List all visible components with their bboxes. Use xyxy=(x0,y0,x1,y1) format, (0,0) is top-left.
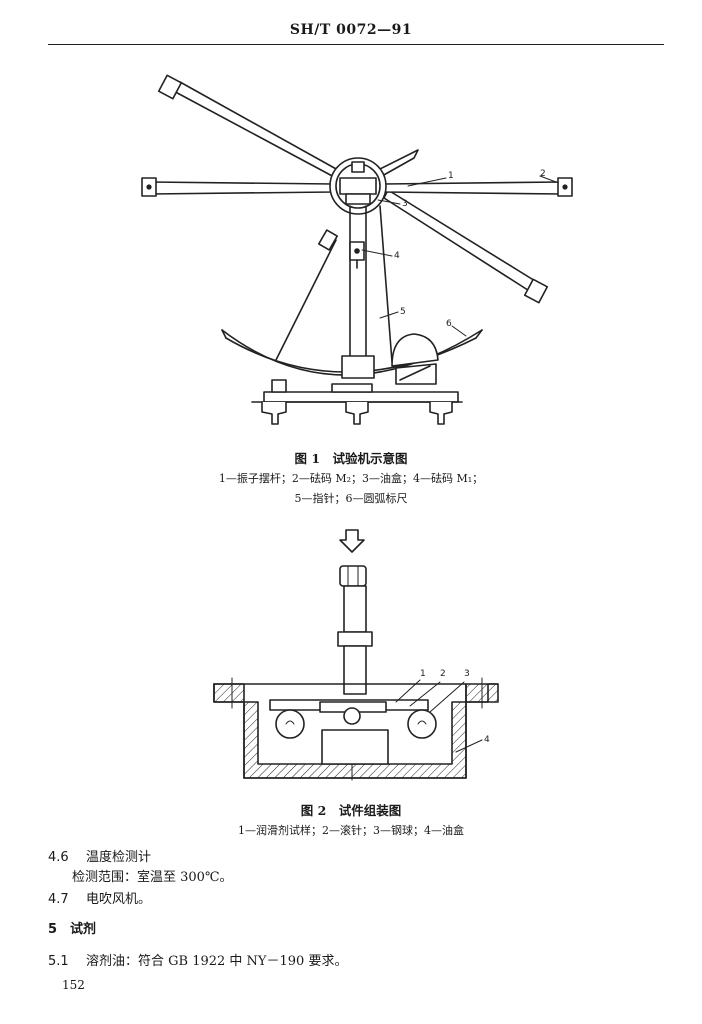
fig1-label-6: 6 xyxy=(446,319,452,329)
figure-2-legend: 1—润滑剂试样；2—滚针；3—钢球；4—油盒 xyxy=(238,824,464,837)
section-text: 温度检测计 xyxy=(86,850,152,865)
fig1-label-2: 2 xyxy=(540,169,546,179)
fig2-label-3: 3 xyxy=(464,669,470,679)
section-text: 检测范围：室温至 300℃。 xyxy=(72,870,233,885)
section-4-6-detail: 检测范围：室温至 300℃。 xyxy=(72,866,233,885)
fig2-label-2: 2 xyxy=(440,669,446,679)
section-number: 4.7 xyxy=(48,892,69,907)
section-text: 溶剂油：符合 GB 1922 中 NY－190 要求。 xyxy=(86,954,348,969)
figure-2-drawing xyxy=(213,529,499,781)
page-number: 152 xyxy=(62,978,85,992)
header-rule xyxy=(48,44,664,45)
section-number: 5.1 xyxy=(48,954,69,969)
figure-1-legend-line-1: 1—振子摆杆；2—砝码 M₂；3—油盒；4—砝码 M₁； xyxy=(218,472,484,485)
fig1-label-4: 4 xyxy=(394,251,400,261)
fig1-label-5: 5 xyxy=(400,307,406,317)
section-5-1: 5.1 溶剂油：符合 GB 1922 中 NY－190 要求。 xyxy=(48,950,347,969)
fig1-label-3: 3 xyxy=(402,199,408,209)
section-4-7: 4.7 电吹风机。 xyxy=(48,888,151,907)
section-text: 试剂 xyxy=(70,922,97,937)
figure-1-legend-line-2: 5—指针；6—圆弧标尺 xyxy=(294,492,408,505)
fig1-label-1: 1 xyxy=(448,171,454,181)
section-text: 电吹风机。 xyxy=(86,892,152,907)
section-5-heading: 5 试剂 xyxy=(48,918,96,937)
section-number: 5 xyxy=(48,922,58,937)
figure-1-title: 图 1 试验机示意图 xyxy=(294,451,408,466)
document-code: SH/T 0072—91 xyxy=(289,22,413,38)
fig2-label-4: 4 xyxy=(484,735,490,745)
section-number: 4.6 xyxy=(48,850,69,865)
figure-1-drawing xyxy=(141,74,573,425)
section-4-6: 4.6 温度检测计 xyxy=(48,846,151,865)
figure-2-title: 图 2 试件组装图 xyxy=(300,803,402,818)
fig2-label-1: 1 xyxy=(420,669,426,679)
